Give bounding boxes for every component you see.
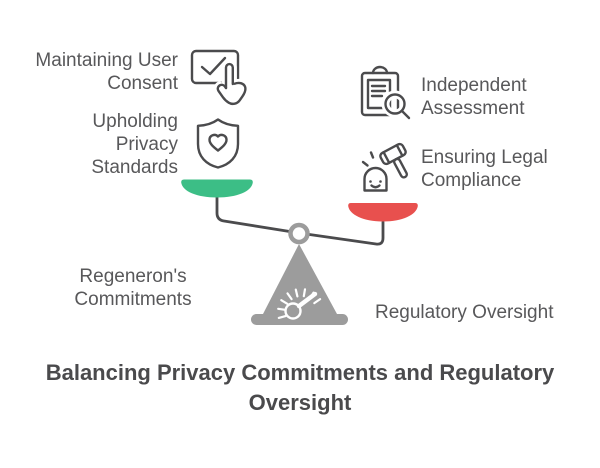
scale-base [251, 314, 348, 325]
label-upholding-privacy-standards: Upholding Privacy Standards [91, 111, 178, 178]
balance-scale [181, 179, 418, 325]
right-pan [348, 203, 418, 222]
label-independent-assessment: Independent Assessment [421, 75, 527, 119]
label-ensuring-legal-compliance: Ensuring Legal Compliance [421, 147, 548, 191]
pivot-icon [288, 222, 310, 245]
label-regulatory-oversight: Regulatory Oversight [375, 302, 554, 323]
gauge-icon [277, 288, 322, 320]
left-pan-hanger [215, 195, 301, 235]
left-pan [181, 179, 253, 198]
label-regenerons-commitments: Regeneron's Commitments [74, 266, 192, 310]
clipboard-search-icon [357, 65, 411, 123]
checkbox-tap-icon [189, 44, 247, 106]
shield-heart-icon [195, 117, 241, 170]
gavel-icon [355, 137, 411, 195]
right-pan-hanger [297, 220, 385, 246]
scale-stand [263, 244, 337, 314]
diagram-title: Balancing Privacy Commitments and Regula… [45, 360, 555, 415]
diagram-title-wrap: Balancing Privacy Commitments and Regula… [0, 358, 600, 418]
label-maintaining-user-consent: Maintaining User Consent [35, 50, 178, 94]
